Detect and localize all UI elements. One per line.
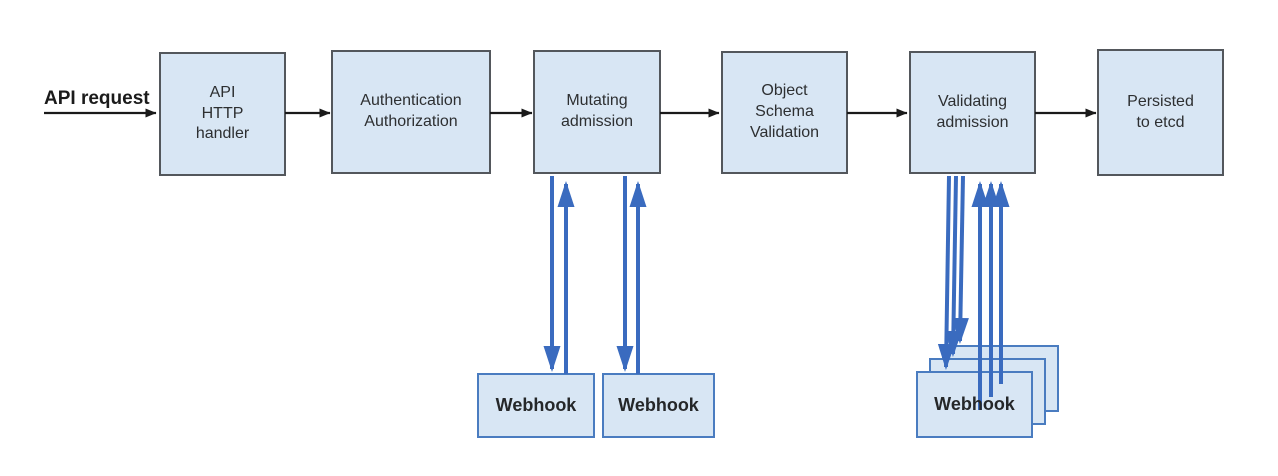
arrow-validating-to-webhookstack-down-2 — [944, 175, 962, 357]
node-rect-webhook-mutating-1 — [477, 373, 595, 438]
arrow-validating-to-webhookstack-down-1 — [937, 175, 955, 370]
arrow-validating-to-webhookstack-down-3 — [951, 175, 969, 344]
node-rect-webhook-validating-front — [916, 371, 1033, 438]
node-rect-object-schema-validation — [721, 51, 848, 174]
node-rect-authentication-authorization — [331, 50, 491, 174]
node-rect-mutating-admission — [533, 50, 661, 174]
node-rect-persisted-to-etcd — [1097, 49, 1224, 176]
node-rect-webhook-mutating-2 — [602, 373, 715, 438]
node-rect-validating-admission — [909, 51, 1036, 174]
node-rect-api-http-handler — [159, 52, 286, 176]
